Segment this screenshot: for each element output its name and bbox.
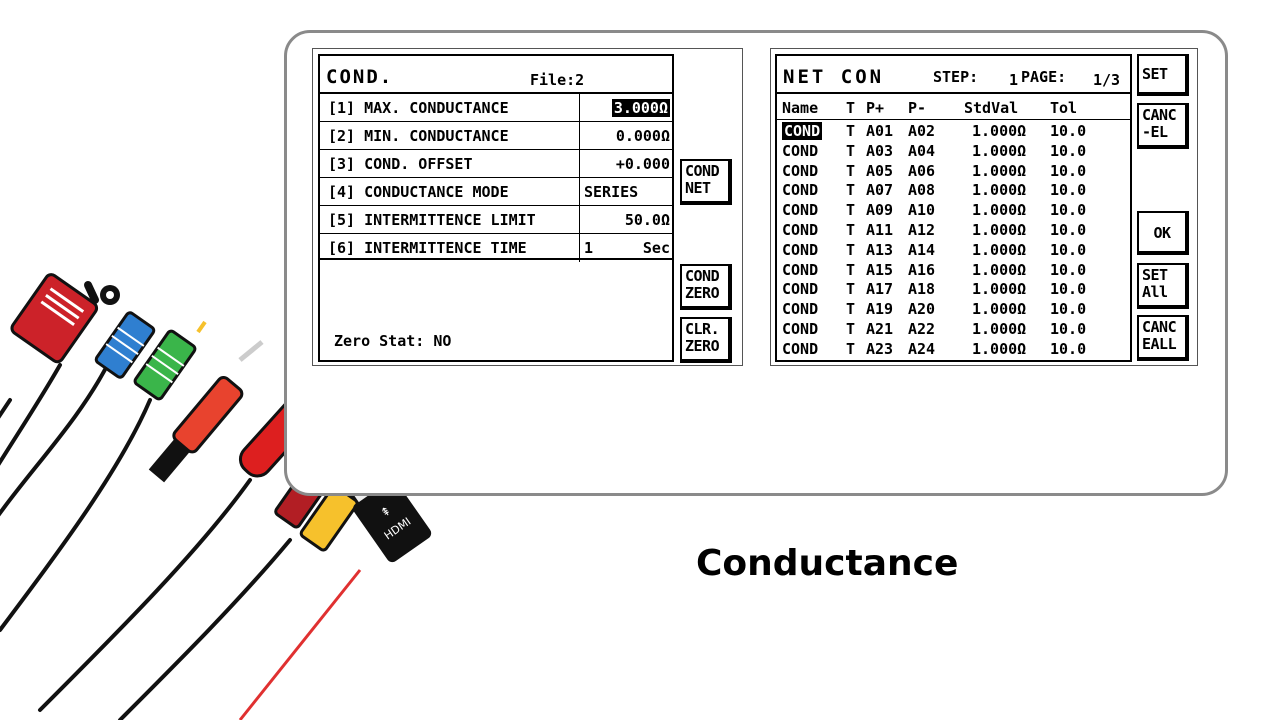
intermittence-time-value: 1	[584, 239, 594, 257]
net-title: NET CON	[783, 66, 885, 88]
caption: Conductance	[696, 543, 959, 584]
intermittence-limit-value[interactable]: 50.0Ω	[579, 206, 676, 233]
cond-title: COND.	[326, 66, 394, 88]
cond-panel: COND. File:2 [1] MAX. CONDUCTANCE 3.000Ω…	[312, 48, 743, 366]
blue-plug	[94, 311, 156, 379]
net-table-header: Name T P+ P- StdVal Tol	[782, 99, 1078, 117]
zero-stat: Zero Stat: NO	[334, 332, 452, 350]
clr-zero-button[interactable]: CLR. ZERO	[680, 317, 732, 363]
min-conductance-value[interactable]: 0.000Ω	[579, 122, 676, 149]
param-row-offset[interactable]: [3] COND. OFFSET +0.000	[320, 150, 672, 178]
green-plug	[133, 329, 197, 401]
param-row-min[interactable]: [2] MIN. CONDUCTANCE 0.000Ω	[320, 122, 672, 150]
net-title-box: NET CON STEP: 1 PAGE: 1/3	[775, 54, 1132, 94]
set-button[interactable]: SET	[1137, 54, 1189, 96]
cancel-all-button[interactable]: CANC EALL	[1137, 315, 1189, 361]
cond-params-table: [1] MAX. CONDUCTANCE 3.000Ω [2] MIN. CON…	[318, 92, 674, 262]
cond-offset-value[interactable]: +0.000	[579, 150, 676, 177]
page-value: 1/3	[1093, 71, 1121, 89]
cond-title-box: COND. File:2	[318, 54, 674, 94]
cond-net-button[interactable]: COND NET	[680, 159, 732, 205]
intermittence-time-unit: Sec	[642, 239, 670, 257]
net-panel: NET CON STEP: 1 PAGE: 1/3 Name T P+ P- S…	[770, 48, 1198, 366]
red-long-plug	[148, 375, 244, 483]
param-row-int-time[interactable]: [6] INTERMITTENCE TIME 1 Sec	[320, 234, 672, 262]
conductance-mode-value[interactable]: SERIES	[579, 178, 676, 205]
max-conductance-value: 3.000Ω	[611, 99, 670, 117]
zero-status-box: Zero Stat: NO	[318, 258, 674, 362]
ok-button[interactable]: OK	[1137, 211, 1189, 255]
file-label: File:2	[530, 71, 585, 89]
cond-zero-button[interactable]: COND ZERO	[680, 264, 732, 310]
set-all-button[interactable]: SET All	[1137, 263, 1189, 309]
param-row-max[interactable]: [1] MAX. CONDUCTANCE 3.000Ω	[320, 94, 672, 122]
param-row-mode[interactable]: [4] CONDUCTANCE MODE SERIES	[320, 178, 672, 206]
step-label: STEP:	[933, 68, 979, 86]
cancel-button[interactable]: CANC -EL	[1137, 103, 1189, 149]
step-value: 1	[1009, 71, 1019, 89]
page-label: PAGE:	[1021, 68, 1067, 86]
param-row-int-limit[interactable]: [5] INTERMITTENCE LIMIT 50.0Ω	[320, 206, 672, 234]
red-plug	[10, 273, 99, 364]
